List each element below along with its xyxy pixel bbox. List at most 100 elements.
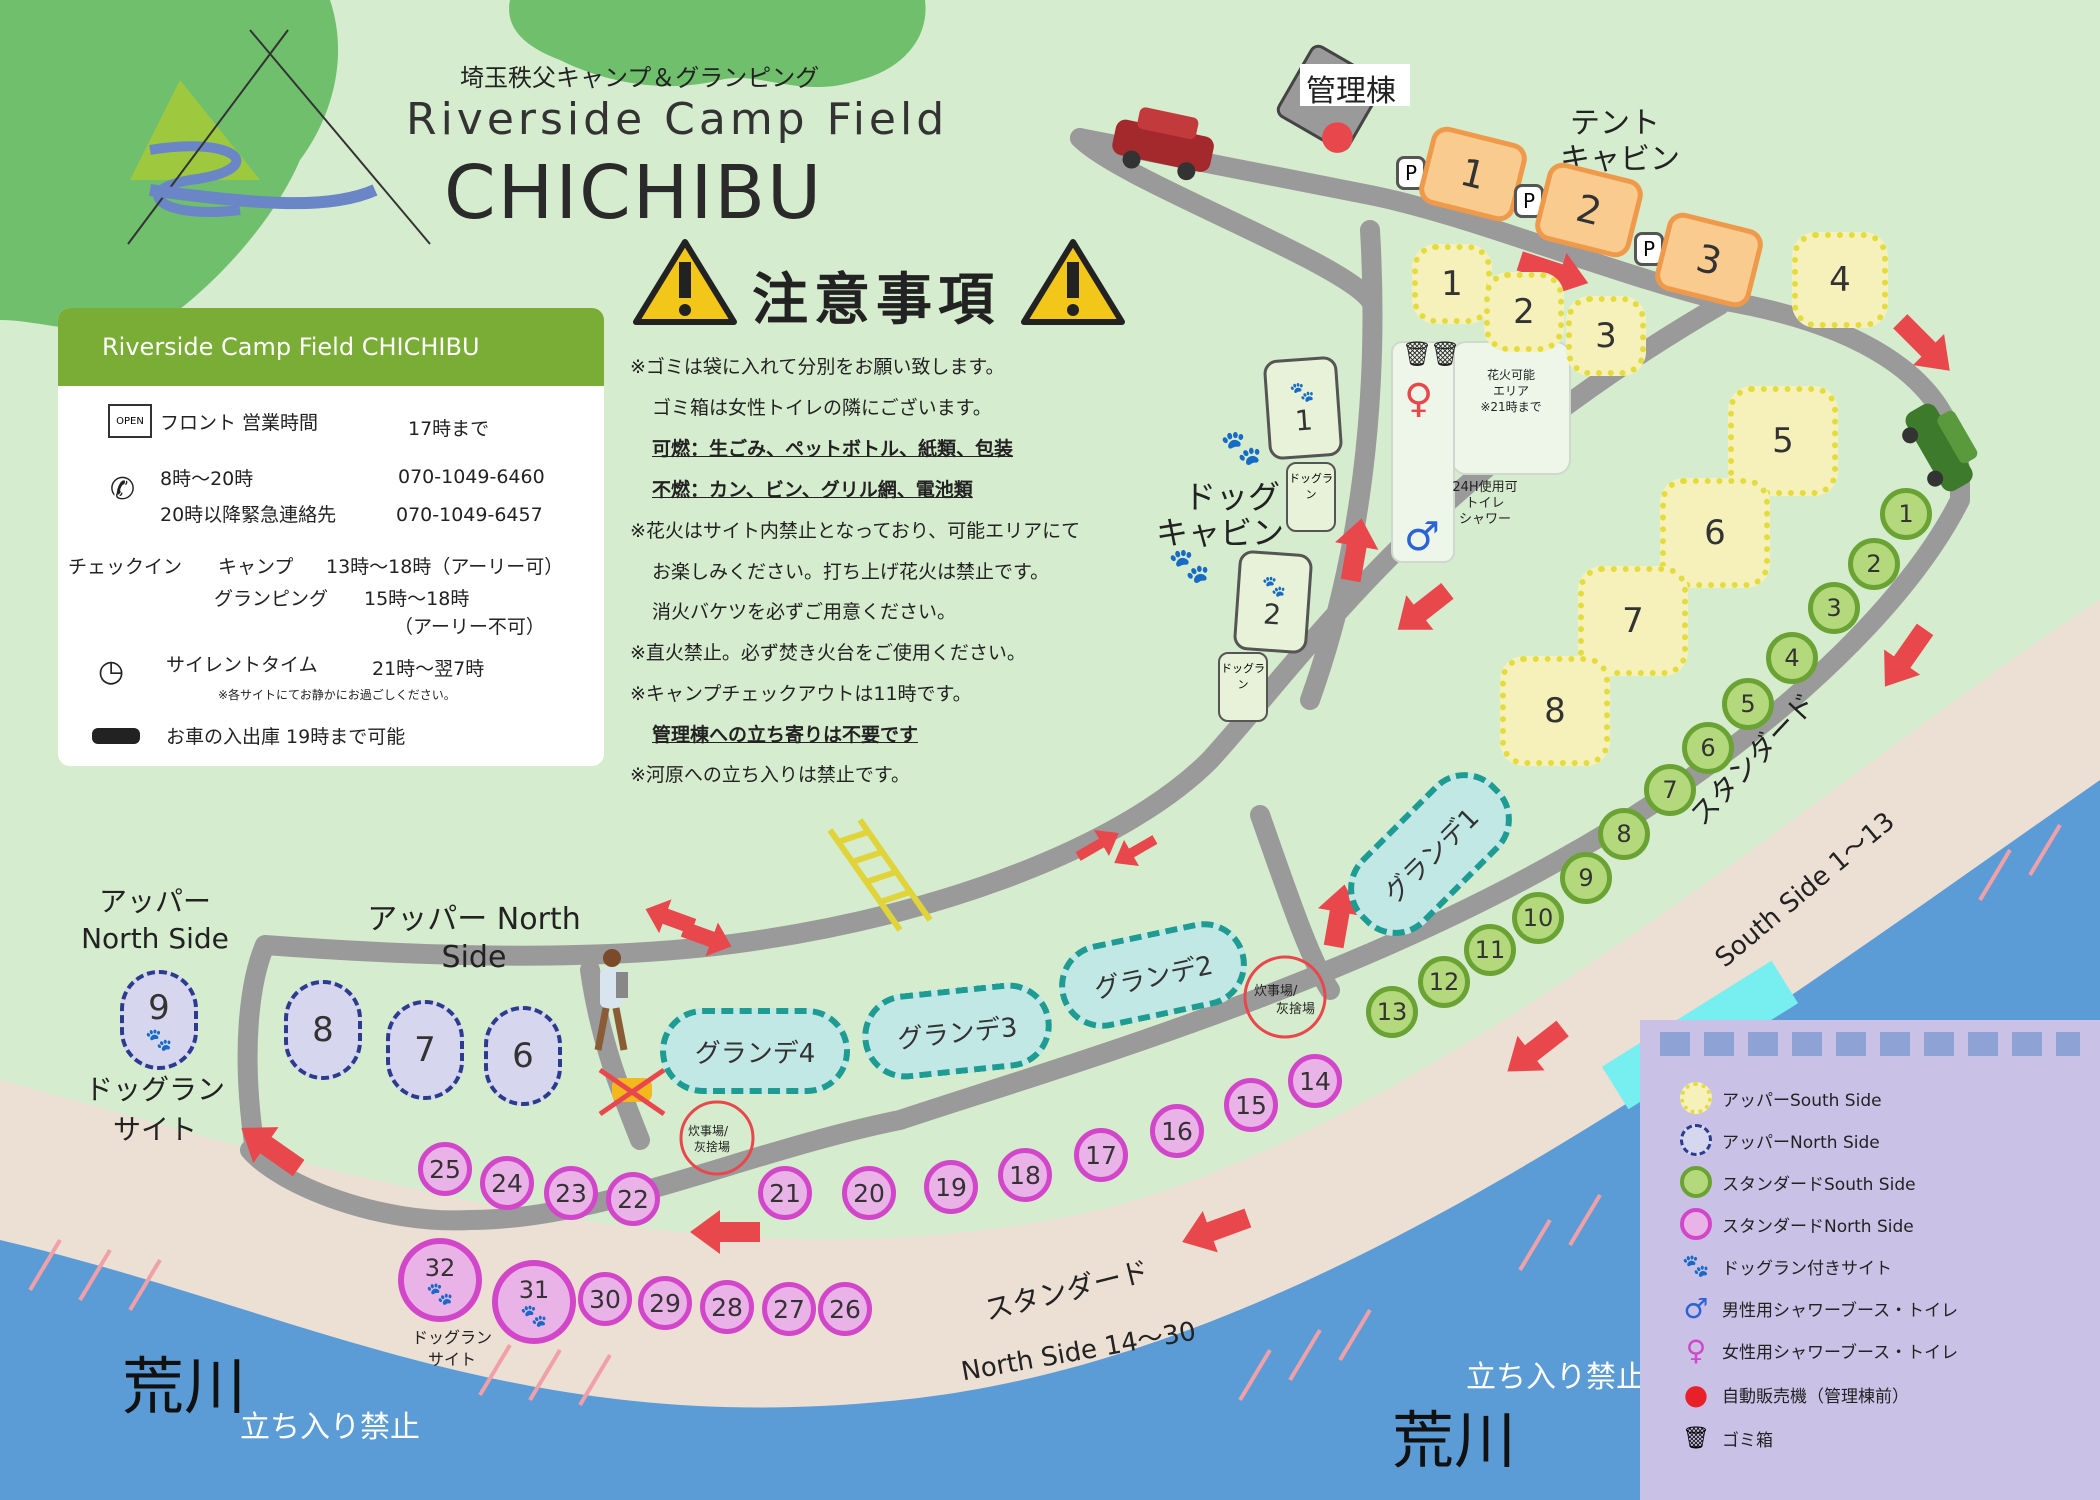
standard-south-site-5[interactable]: 5 [1722, 678, 1774, 730]
dog-cabin-label-1: ドッグ [1184, 478, 1281, 516]
standard-south-site-8[interactable]: 8 [1598, 808, 1650, 860]
standard-south-site-2[interactable]: 2 [1848, 538, 1900, 590]
dogrun-site-label-1: ドッグラン [411, 1328, 492, 1347]
brand-line-2: CHICHIBU [444, 150, 824, 236]
standard-north-site-30[interactable]: 30 [578, 1272, 632, 1326]
legend-label: ドッグラン付きサイト [1722, 1258, 1892, 1279]
standard-north-site-20[interactable]: 20 [842, 1166, 896, 1220]
standard-south-site-6[interactable]: 6 [1682, 722, 1734, 774]
dog-cabin-2[interactable]: 🐾 2 [1232, 549, 1314, 655]
site-number: 8 [1616, 820, 1632, 848]
ladder-icon [827, 818, 933, 932]
site-number: 20 [853, 1178, 885, 1208]
silent-note: ※各サイトにてお静かにお過ごしください。 [218, 688, 456, 702]
notice-line: 不燃：カン、ビン、グリル網、電池類 [652, 479, 973, 501]
glamping-time: 15時〜18時 [364, 588, 470, 610]
standard-south-site-4[interactable]: 4 [1766, 632, 1818, 684]
upper-north-site-8[interactable]: 8 [284, 980, 362, 1080]
standard-south-site-12[interactable]: 12 [1418, 956, 1470, 1008]
female-icon: ♀ [1685, 1333, 1707, 1367]
standard-north-site-16[interactable]: 16 [1150, 1104, 1204, 1158]
paw-icon: 🐾 [145, 1027, 173, 1053]
checkin-label: チェックイン [68, 556, 183, 578]
kitchen-label-1: 炊事場/ [688, 1124, 729, 1138]
admin-label-bg [1300, 64, 1410, 106]
standard-north-site-26[interactable]: 26 [818, 1282, 872, 1336]
map-pin-icon[interactable]: ● [1320, 112, 1355, 158]
standard-north-site-15[interactable]: 15 [1224, 1078, 1278, 1132]
upper-north-center-label-2: Side [441, 940, 507, 975]
upper-south-site-7[interactable]: 7 [1578, 566, 1688, 676]
dog-cabin-1[interactable]: 🐾 1 [1262, 355, 1344, 461]
standard-north-site-27[interactable]: 27 [762, 1282, 816, 1336]
upper-north-site-7[interactable]: 7 [386, 1000, 464, 1100]
site-number: 23 [555, 1178, 587, 1208]
standard-north-site-17[interactable]: 17 [1074, 1128, 1128, 1182]
notice-line: ※キャンプチェックアウトは11時です。 [630, 683, 972, 705]
legend-item-standard-north: スタンダードNorth Side [1680, 1208, 1914, 1240]
phone-number-1[interactable]: 070-1049-6460 [398, 466, 545, 488]
standard-south-site-13[interactable]: 13 [1366, 986, 1418, 1038]
upper-south-site-8[interactable]: 8 [1500, 656, 1610, 766]
standard-south-site-1[interactable]: 1 [1880, 488, 1932, 540]
male-icon: ♂ [1683, 1291, 1709, 1325]
notice-line: ※直火禁止。必ず焚き火台をご使用ください。 [630, 642, 1026, 664]
standard-north-site-23[interactable]: 23 [544, 1166, 598, 1220]
dogrun-small-label: ドッグラン [1221, 662, 1265, 691]
site-number: 7 [1662, 776, 1678, 804]
standard-north-site-14[interactable]: 14 [1288, 1054, 1342, 1108]
upper-south-site-4[interactable]: 4 [1792, 232, 1888, 328]
grande-4[interactable]: グランデ4 [660, 1008, 850, 1094]
site-number: 1 [1898, 500, 1914, 528]
emergency-label: 20時以降緊急連絡先 [160, 504, 337, 526]
standard-south-site-10[interactable]: 10 [1512, 892, 1564, 944]
dogrun-small-1: ドッグラン [1286, 462, 1336, 532]
standard-north-site-21[interactable]: 21 [758, 1166, 812, 1220]
site-number: 1 [1455, 149, 1491, 199]
legend-label: 女性用シャワーブース・トイレ [1722, 1342, 1959, 1363]
upper-north-site-9[interactable]: 9 🐾 [120, 970, 198, 1070]
fireworks-label-2: エリア [1492, 384, 1529, 398]
site-number: 18 [1009, 1160, 1041, 1190]
notice-line: ※花火はサイト内禁止となっており、可能エリアにて [630, 520, 1081, 542]
camp-time: 13時〜18時（アーリー可） [326, 556, 564, 578]
legend-item-vending: ● 自動販売機（管理棟前） [1680, 1378, 1909, 1411]
phone-hours: 8時〜20時 [160, 468, 254, 490]
site-number: 2 [1262, 596, 1283, 632]
standard-north-site-24[interactable]: 24 [480, 1156, 534, 1210]
standard-north-site-25[interactable]: 25 [418, 1142, 472, 1196]
standard-north-site-22[interactable]: 22 [606, 1172, 660, 1226]
phone-number-2[interactable]: 070-1049-6457 [396, 504, 543, 526]
upper-south-site-5[interactable]: 5 [1728, 386, 1838, 496]
standard-south-site-7[interactable]: 7 [1644, 764, 1696, 816]
standard-south-site-9[interactable]: 9 [1560, 852, 1612, 904]
tree-canopy-top [509, 0, 926, 88]
site-number: 32 [424, 1253, 456, 1282]
standard-south-site-11[interactable]: 11 [1464, 924, 1516, 976]
upper-south-site-1[interactable]: 1 [1412, 244, 1492, 324]
upper-south-site-6[interactable]: 6 [1660, 478, 1770, 588]
standard-north-site-28[interactable]: 28 [700, 1280, 754, 1334]
standard-north-site-29[interactable]: 29 [638, 1276, 692, 1330]
standard-north-site-18[interactable]: 18 [998, 1148, 1052, 1202]
upper-south-site-2[interactable]: 2 [1484, 272, 1564, 352]
kitchen-label-2: 灰捨場 [694, 1140, 731, 1154]
river-label-right: 荒川 [1392, 1404, 1517, 1477]
site-number: 2 [1571, 185, 1607, 235]
standard-north-site-32[interactable]: 32 🐾 [398, 1238, 482, 1322]
dogrun-small-2: ドッグラン [1218, 652, 1268, 722]
notice-line: ※河原への立ち入りは禁止です。 [630, 764, 911, 786]
legend-label: スタンダードSouth Side [1722, 1174, 1916, 1195]
upper-north-site-6[interactable]: 6 [484, 1006, 562, 1106]
notice-line: 消火バケツを必ずご用意ください。 [652, 601, 957, 623]
site-number: 29 [649, 1288, 681, 1318]
site-number: 28 [711, 1292, 743, 1322]
site-number: 3 [1826, 594, 1842, 622]
standard-north-site-31[interactable]: 31 🐾 [492, 1260, 576, 1344]
site-number: 10 [1522, 904, 1554, 932]
legend-top-squares [1660, 1032, 2080, 1056]
standard-south-site-3[interactable]: 3 [1808, 582, 1860, 634]
site-number: 22 [617, 1184, 649, 1214]
upper-south-site-3[interactable]: 3 [1566, 296, 1646, 376]
standard-north-site-19[interactable]: 19 [924, 1160, 978, 1214]
